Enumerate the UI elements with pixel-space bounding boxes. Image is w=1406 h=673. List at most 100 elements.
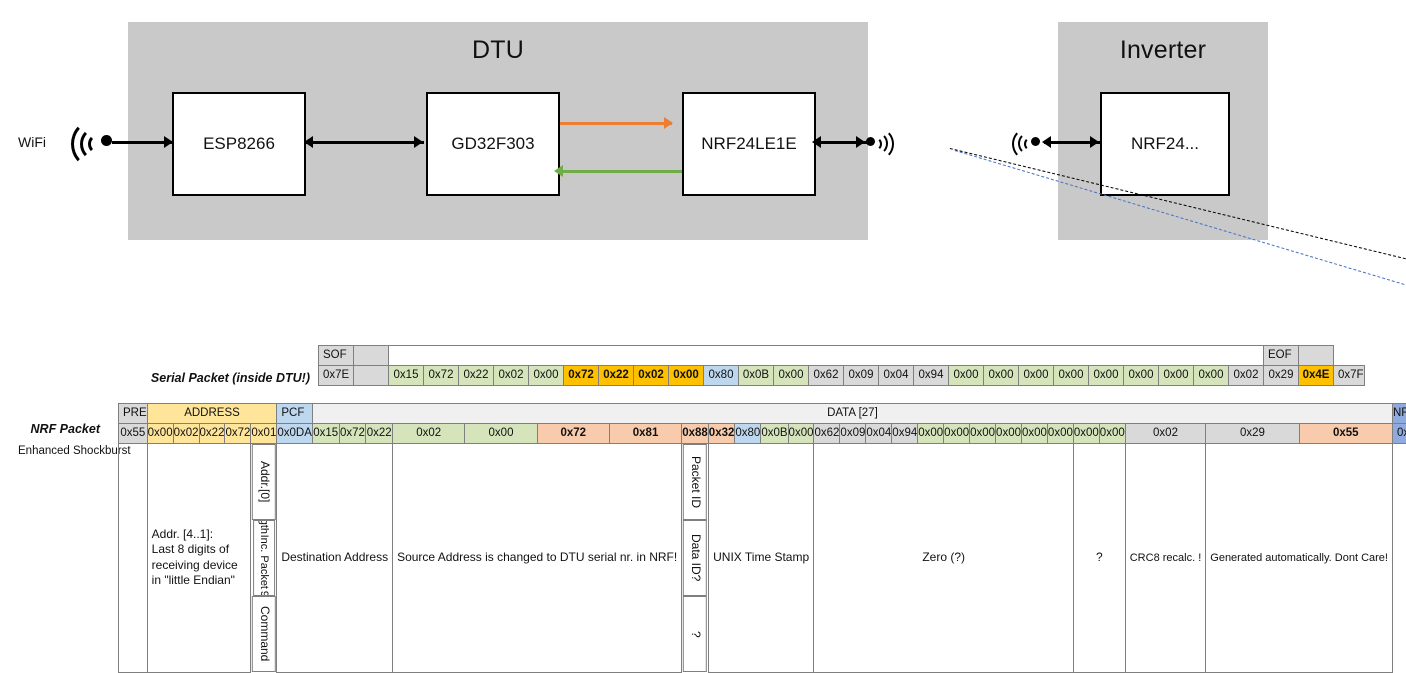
nrf-byte: 0x29 <box>1206 424 1299 444</box>
nrf-byte: 0x15 <box>312 424 339 444</box>
nrf-byte: 0x00 <box>944 424 970 444</box>
nrf-address-byte: 0x01 <box>251 424 277 444</box>
nrf-description-row: Addr. [4..1]: Last 8 digits of receiving… <box>119 444 1406 673</box>
nrf-data-header: DATA [27] <box>312 404 1392 424</box>
desc-unknown-1-text: ? <box>688 597 702 671</box>
chip-esp8266: ESP8266 <box>172 92 306 196</box>
serial-byte: 0x00 <box>1054 366 1089 386</box>
nrf-byte: 0x72 <box>537 424 609 444</box>
nrf-pcf-value: 0x0DA <box>277 424 313 444</box>
desc-destination-address: Destination Address <box>277 444 393 673</box>
serial-byte: 0x72 <box>564 366 599 386</box>
serial-byte: 0x4E <box>1299 366 1334 386</box>
desc-pcf: 9 Bit! Inc. Packet Length <box>253 520 275 596</box>
serial-value-row: 0x7E 0x15 0x72 0x22 0x02 0x00 0x72 0x22 … <box>319 366 1365 386</box>
nrf-crc-byte: 0x.. <box>1392 424 1406 444</box>
desc-zero: Zero (?) <box>814 444 1073 673</box>
nrf-byte: 0x00 <box>918 424 944 444</box>
desc-address-0: Addr.[0] <box>252 444 276 520</box>
arrowhead-wifi-esp-right <box>164 136 173 148</box>
arrow-esp-gd32 <box>306 141 424 144</box>
arrowhead-command-right <box>664 117 673 129</box>
serial-sof-header: SOF <box>319 346 354 366</box>
arrow-wifi-esp <box>112 141 172 144</box>
serial-byte: 0x15 <box>389 366 424 386</box>
dtu-title: DTU <box>128 36 868 65</box>
serial-byte: 0x00 <box>1159 366 1194 386</box>
serial-byte: 0x02 <box>1229 366 1264 386</box>
nrf-byte: 0x80 <box>735 424 761 444</box>
serial-byte: 0x09 <box>844 366 879 386</box>
nrf-byte: 0x88 <box>682 424 709 444</box>
nrf-byte: 0x22 <box>366 424 393 444</box>
desc-pcf-stack: 9 Bit! Inc. Packet Length <box>258 521 270 595</box>
nrf-byte: 0x62 <box>814 424 840 444</box>
desc-data-id: Data ID? <box>683 520 707 596</box>
wifi-label: WiFi <box>18 134 46 150</box>
desc-packet-id: Packet ID <box>683 444 707 520</box>
nrf-address-byte: 0x00 <box>147 424 173 444</box>
nrf-byte: 0x00 <box>1073 424 1099 444</box>
serial-byte: 0x0B <box>739 366 774 386</box>
dtu-rf-antenna-icon <box>866 124 896 160</box>
desc-packet-id-text: Packet ID <box>688 445 702 519</box>
desc-unix-time: UNIX Time Stamp <box>708 444 814 673</box>
desc-unknown-1: ? <box>683 596 707 672</box>
packet-tables: Serial Packet (inside DTU!) SOF EOF 0x7E… <box>0 330 1406 523</box>
nrf-pre-value: 0x55 <box>119 424 148 444</box>
nrf-byte: 0x00 <box>1021 424 1047 444</box>
serial-eof-header: EOF <box>1264 346 1299 366</box>
wifi-antenna-icon <box>66 114 112 168</box>
arrowhead-nrf-antenna-left <box>812 136 821 148</box>
desc-command-text: Command <box>257 597 271 671</box>
nrf-byte: 0x0B <box>761 424 788 444</box>
nrf-byte: 0x09 <box>840 424 866 444</box>
nrf-byte: 0x00 <box>1099 424 1125 444</box>
arrowhead-response-left <box>554 165 563 177</box>
serial-eof-header-pad <box>1299 346 1334 366</box>
serial-byte: 0x02 <box>634 366 669 386</box>
nrf-byte: 0x81 <box>609 424 681 444</box>
serial-byte: 0x00 <box>949 366 984 386</box>
serial-packet-label: Serial Packet (inside DTU!) <box>20 371 310 385</box>
desc-data-id-text: Data ID? <box>688 521 702 595</box>
nrf-byte: 0x00 <box>788 424 814 444</box>
chip-gd32f303: GD32F303 <box>426 92 560 196</box>
nrf-address-byte: 0x02 <box>173 424 199 444</box>
nrf-header-row: PRE ADDRESS PCF DATA [27] NRF CRC <box>119 404 1406 424</box>
chip-nrf24: NRF24... <box>1100 92 1230 196</box>
nrf-byte: 0x00 <box>465 424 537 444</box>
serial-header-pad <box>354 346 389 366</box>
nrf-address-byte: 0x22 <box>199 424 225 444</box>
serial-byte: 0x22 <box>459 366 494 386</box>
arrowhead-antenna-nrf24-left <box>1042 136 1051 148</box>
serial-header-gap <box>389 346 1264 366</box>
desc-pre-blank <box>119 444 148 673</box>
serial-byte: 0x00 <box>774 366 809 386</box>
desc-address-0-text: Addr.[0] <box>257 445 271 519</box>
serial-byte: 0x94 <box>914 366 949 386</box>
chip-nrf24le1e: NRF24LE1E <box>682 92 816 196</box>
nrf-packet-table: PRE ADDRESS PCF DATA [27] NRF CRC 0x55 0… <box>118 403 1406 673</box>
desc-source-address: Source Address is changed to DTU serial … <box>393 444 682 673</box>
serial-byte: 0x00 <box>1124 366 1159 386</box>
desc-address: Addr. [4..1]: Last 8 digits of receiving… <box>147 444 251 673</box>
nrf-byte: 0x55 <box>1299 424 1392 444</box>
serial-byte: 0x00 <box>669 366 704 386</box>
arrowhead-antenna-nrf24-right <box>1090 136 1099 148</box>
serial-packet-table: SOF EOF 0x7E 0x15 0x72 0x22 0x02 0x00 0x… <box>318 345 1365 386</box>
desc-crc8: CRC8 recalc. ! <box>1125 444 1206 673</box>
block-diagram: DTU Inverter WiFi ESP8266 GD32F303 NRF24… <box>0 0 1406 270</box>
nrf-address-header: ADDRESS <box>147 404 277 424</box>
nrf-byte: 0x00 <box>970 424 996 444</box>
desc-nrf-crc: Generated automatically. Dont Care! <box>1206 444 1393 673</box>
nrf-byte: 0x00 <box>996 424 1022 444</box>
inverter-title: Inverter <box>1058 36 1268 65</box>
arrowhead-esp-gd32-right <box>414 136 423 148</box>
serial-byte: 0x04 <box>879 366 914 386</box>
serial-byte: 0x29 <box>1264 366 1299 386</box>
nrf-byte: 0x04 <box>866 424 892 444</box>
serial-sof-value: 0x7E <box>319 366 354 386</box>
arrow-nrf-gd32-response <box>560 170 682 173</box>
desc-command: Command <box>252 596 276 672</box>
